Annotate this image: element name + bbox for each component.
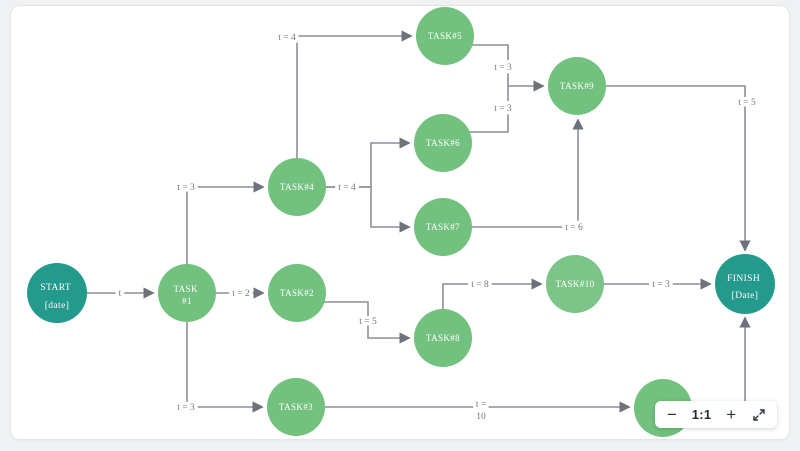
node-finish[interactable]: FINISH [Date] [715,254,775,314]
svg-text:FINISH [Date]: FINISH [Date] [727,274,763,301]
node-task9[interactable]: TASK#9 [548,57,606,115]
svg-text:START [date]: START [date] [40,283,73,311]
finish-label-line1: FINISH [727,274,760,284]
edge-label-task3-next-line2: 10 [476,412,486,422]
zoom-control: − 1:1 + [655,401,777,428]
edge-next-finish [692,316,751,409]
start-label-line2: [date] [45,301,70,311]
edge-label-task10-finish: t = 3 [652,280,670,290]
edge-label-start-task1: t [119,289,122,299]
edge-task9-finish [606,85,751,252]
svg-text:TASK#3: TASK#3 [279,402,313,412]
svg-text:TASK#8: TASK#8 [426,333,460,343]
edge-label-task5-task9: t = 3 [494,63,512,73]
node-task6[interactable]: TASK#6 [414,114,472,172]
edge-label-task3-next-line1: t = [476,400,486,410]
edge-label-task4-split: t = 4 [338,183,356,193]
svg-text:TASK#6: TASK#6 [426,138,460,148]
edge-label-task1-task4: t = 3 [177,183,195,193]
edge-task7-task9 [471,118,584,228]
edge-task6-task9 [469,86,509,133]
edge-label-task6-task9: t = 3 [494,104,512,114]
edge-layer [87,30,751,413]
node-start[interactable]: START [date] [27,263,87,323]
edge-task2-task8 [324,301,411,344]
zoom-level-indicator: 1:1 [691,407,712,422]
finish-label-line2: [Date] [732,291,759,301]
node-layer: START [date] TASK #1 TASK#2 TASK#3 TASK#… [27,7,775,437]
svg-text:TASK#2: TASK#2 [280,288,314,298]
zoom-in-button[interactable]: + [726,405,737,424]
edge-task4-task6 [326,137,411,188]
edge-label-task7-task9: t = 6 [565,223,583,233]
node-task4[interactable]: TASK#4 [268,158,326,216]
edge-label-layer: t t = 2 t = 3 t = 3 t = 4 t = 4 t = 3 t … [115,30,759,426]
edge-label-task8-task10: t = 8 [471,280,489,290]
node-task3[interactable]: TASK#3 [267,378,325,436]
svg-text:TASK#9: TASK#9 [560,81,594,91]
svg-text:TASK #1: TASK #1 [173,284,200,306]
node-task1[interactable]: TASK #1 [158,264,216,322]
node-task10[interactable]: TASK#10 [546,255,604,313]
svg-text:TASK#4: TASK#4 [280,182,314,192]
expand-arrows-icon [753,408,765,421]
node-task8[interactable]: TASK#8 [414,309,472,367]
edge-task1-task3 [186,322,264,413]
svg-text:TASK#10: TASK#10 [555,279,594,289]
edge-task4-task7 [326,186,411,233]
edge-task4-task5 [296,30,413,158]
edge-label-task4-task5: t = 4 [278,33,296,43]
edge-task1-task4 [186,181,265,264]
node-task2[interactable]: TASK#2 [268,264,326,322]
edge-label-task1-task3: t = 3 [177,403,195,413]
edge-label-task9-finish: t = 5 [738,98,756,108]
svg-text:TASK#7: TASK#7 [426,222,460,232]
zoom-out-button[interactable]: − [667,405,677,424]
svg-text:TASK#5: TASK#5 [428,31,462,41]
edge-label-task2-task8: t = 5 [359,317,377,327]
edge-label-task1-task2: t = 2 [232,289,250,299]
start-label-line1: START [40,283,71,293]
fit-expand-button[interactable] [751,408,767,421]
node-task5[interactable]: TASK#5 [416,7,474,65]
edge-task5-task9 [472,44,545,92]
edge-task8-task10 [442,278,543,309]
task1-label-line1: TASK [173,284,197,294]
task1-label-line2: #1 [182,296,192,306]
node-task7[interactable]: TASK#7 [414,198,472,256]
